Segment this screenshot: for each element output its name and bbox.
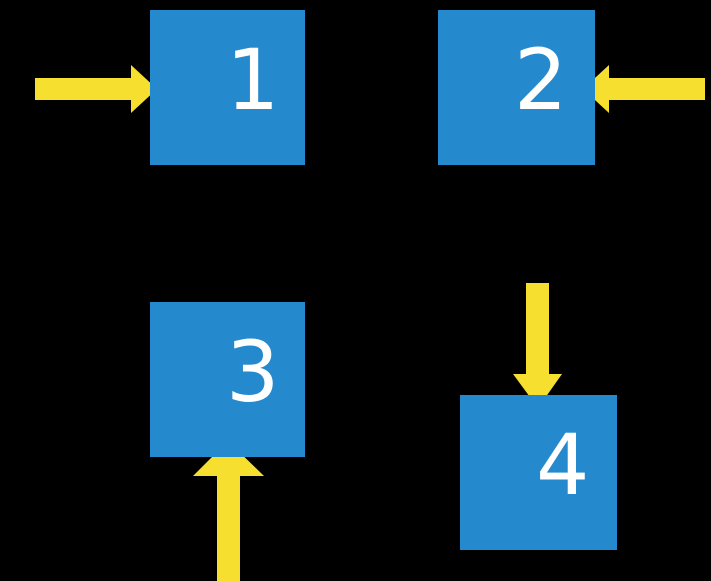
arrow-into-node-2-icon[interactable]	[583, 65, 705, 113]
node-box-4[interactable]	[460, 395, 617, 550]
arrow-into-node-1-icon[interactable]	[35, 65, 157, 113]
node-label-3: 3	[226, 323, 280, 421]
node-box-2[interactable]	[438, 10, 595, 165]
node-box-3[interactable]	[150, 302, 305, 457]
node-label-2: 2	[514, 31, 568, 129]
arrow-into-node-3-icon[interactable]	[193, 441, 264, 581]
node-label-1: 1	[226, 31, 280, 129]
node-label-4: 4	[536, 416, 590, 514]
arrow-into-node-4-icon[interactable]	[513, 283, 562, 408]
node-box-1[interactable]	[150, 10, 305, 165]
